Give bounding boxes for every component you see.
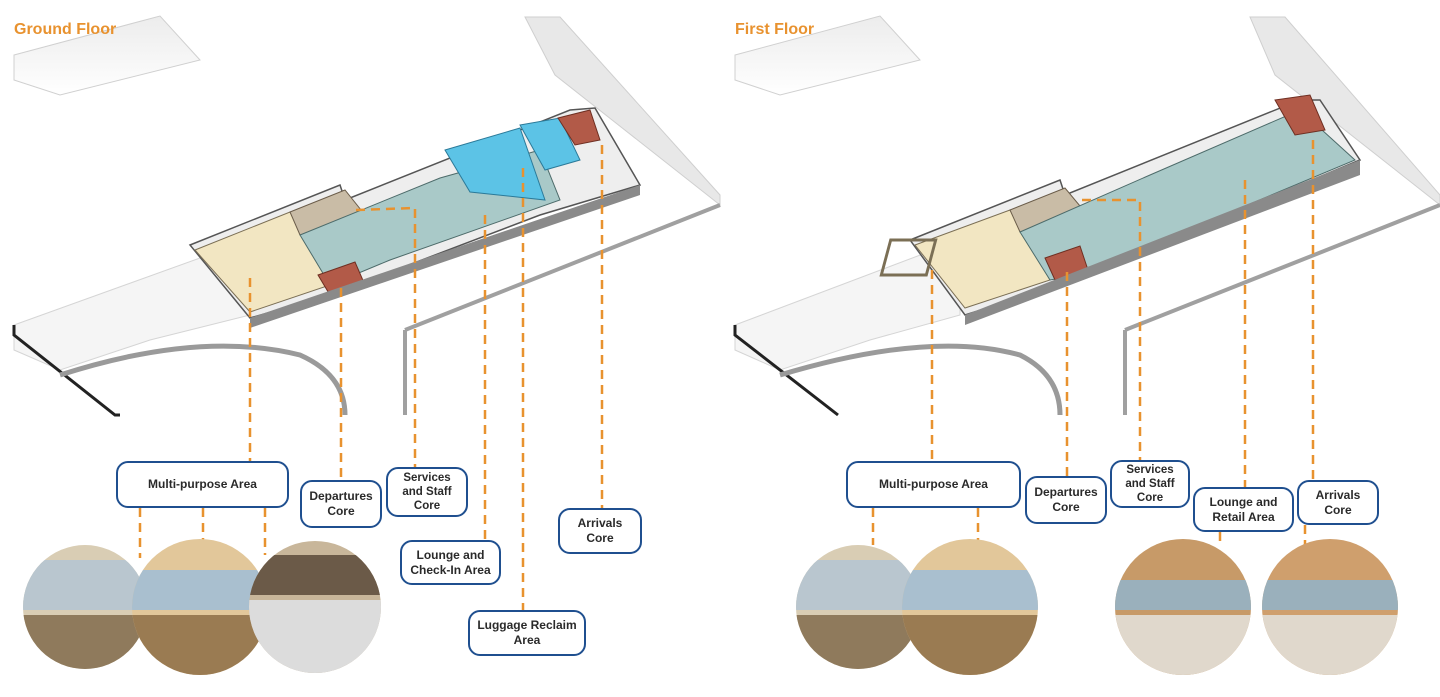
ground-label-arrivals-core: Arrivals Core — [558, 508, 642, 554]
site-road-right — [403, 203, 721, 415]
first-floor-site — [733, 15, 1440, 675]
first-label-lounge-retail: Lounge and Retail Area — [1193, 487, 1294, 532]
ground-floor-title: Ground Floor — [14, 21, 117, 38]
first-photo-2 — [902, 539, 1038, 675]
site-curve-road — [59, 343, 348, 416]
site-curve-road — [779, 343, 1063, 416]
ground-photo-1 — [23, 545, 147, 669]
ground-label-lounge-checkin: Lounge and Check-In Area — [400, 540, 501, 585]
first-photo-3 — [1115, 539, 1251, 675]
ground-label-services-core: Services and Staff Core — [386, 467, 468, 517]
first-floor-title: First Floor — [735, 21, 815, 38]
first-label-departures-core: Departures Core — [1025, 476, 1107, 524]
first-label-arrivals-core: Arrivals Core — [1297, 480, 1379, 525]
site-road-upper-right — [1249, 16, 1440, 206]
first-label-multipurpose: Multi-purpose Area — [846, 461, 1021, 508]
first-zone-arrivals-core — [1274, 94, 1326, 136]
ground-zone-arrivals-core — [557, 109, 601, 146]
ground-floor-site — [12, 15, 721, 675]
ground-label-departures-core: Departures Core — [300, 480, 382, 528]
site-road-right — [1123, 203, 1440, 415]
first-photo-1 — [796, 545, 920, 669]
first-zone-multipurpose-void — [879, 238, 938, 277]
site-edge-lower-left — [733, 325, 839, 417]
ground-zone-luggage — [444, 127, 546, 201]
ground-label-luggage-reclaim: Luggage Reclaim Area — [468, 610, 586, 656]
ground-photo-3 — [249, 541, 381, 673]
first-zone-lounge — [1019, 109, 1356, 281]
ground-building-facade — [250, 185, 640, 328]
ground-photo-2 — [132, 539, 268, 675]
site-road-upper-right — [524, 16, 721, 207]
ground-label-multipurpose: Multi-purpose Area — [116, 461, 289, 508]
first-label-services-core: Services and Staff Core — [1110, 460, 1190, 508]
first-photo-4 — [1262, 539, 1398, 675]
first-building-facade — [965, 160, 1360, 325]
ground-zone-luggage-2 — [519, 117, 581, 171]
site-ground-upper-left — [13, 15, 201, 96]
site-ground-upper-left — [734, 15, 921, 96]
first-leader-lines — [871, 140, 1315, 545]
ground-leader-lines — [138, 145, 604, 610]
